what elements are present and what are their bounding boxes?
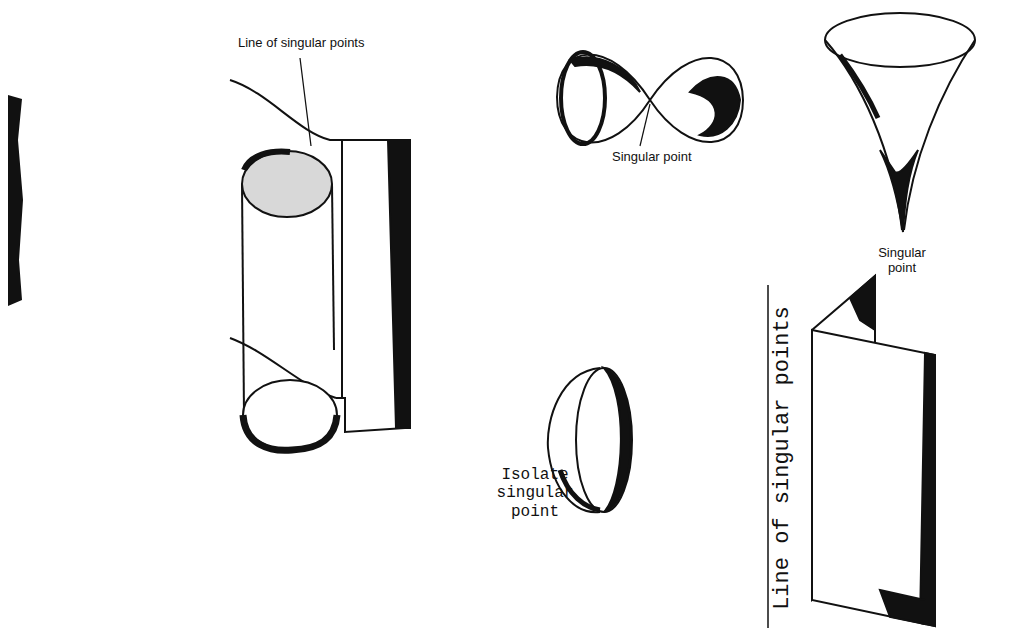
cylinder-rim-shade [244,152,290,170]
wedge-front-plane [812,330,935,626]
sheet-shade [388,140,410,428]
leader-line [640,104,650,146]
cone-side [825,40,902,230]
cone-shade [840,55,878,118]
bowl-shade [604,368,631,512]
cylinder-bottom-shade [243,415,337,450]
sheet-edge [341,140,343,398]
lobe-shade [690,77,740,136]
rule-line [767,285,769,628]
figure-label: Isolate singular point [488,466,582,521]
cone-side [904,40,975,230]
leader-line [300,58,311,146]
lobe-shade [570,57,640,92]
cylinder-side [242,184,244,415]
fragment-shade [8,95,23,306]
figure-eight-outline [557,55,743,143]
wedge-shade [880,590,925,624]
vertical-label: Line of singular points [770,306,795,610]
figure-label: Singular point [612,150,692,165]
cone-surface [825,13,975,232]
cylinder-bottom [243,380,337,450]
edge-fragment [8,95,23,306]
figure-eight-surface [557,52,743,146]
cylinder-surface [230,58,410,450]
sheet-top-edge [230,80,410,140]
figure-label: Singular point [866,246,938,276]
cylinder-side [332,184,334,350]
wedge-surface [768,276,935,628]
wedge-shade [850,276,875,330]
cylinder-top [242,151,332,217]
cone-rim [825,13,975,67]
cone-shade [880,150,918,232]
wedge-shade [920,353,935,626]
figure-label: Line of singular points [238,36,364,51]
bowl-rim [576,368,632,512]
